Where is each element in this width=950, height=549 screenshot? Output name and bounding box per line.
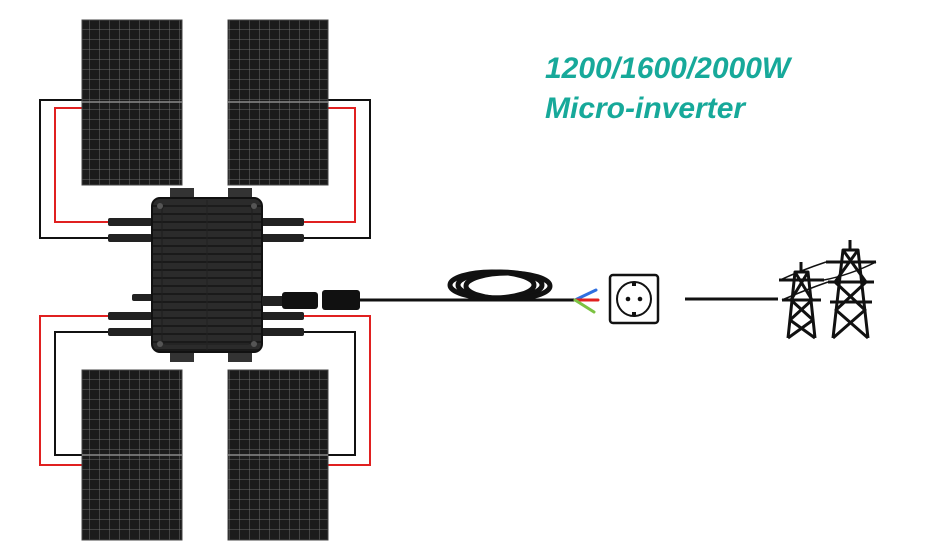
wall-socket-icon (608, 273, 660, 325)
ac-cable-coil (447, 269, 553, 302)
ac-cable (262, 269, 575, 310)
wire-ends (573, 288, 600, 314)
wire-positive (300, 315, 371, 466)
wire-negative (54, 331, 110, 456)
solar-panel-top-left (81, 19, 183, 186)
mc4-connectors (108, 218, 304, 336)
wire-positive (39, 315, 110, 466)
wire-negative (300, 331, 356, 456)
dc-wiring (39, 99, 371, 466)
wire-negative (300, 99, 371, 239)
solar-panel-bottom-left (81, 369, 183, 541)
product-title-line-1: 1200/1600/2000W (545, 52, 791, 85)
solar-panel-top-right (227, 19, 329, 186)
solar-panel-bottom-right (227, 369, 329, 541)
wire-negative (39, 99, 110, 239)
micro-inverter-icon (151, 188, 263, 362)
power-pylon-icon (779, 240, 877, 340)
product-title-line-2: Micro-inverter (545, 92, 746, 125)
wire-positive (54, 107, 110, 223)
wire-positive (300, 107, 356, 223)
